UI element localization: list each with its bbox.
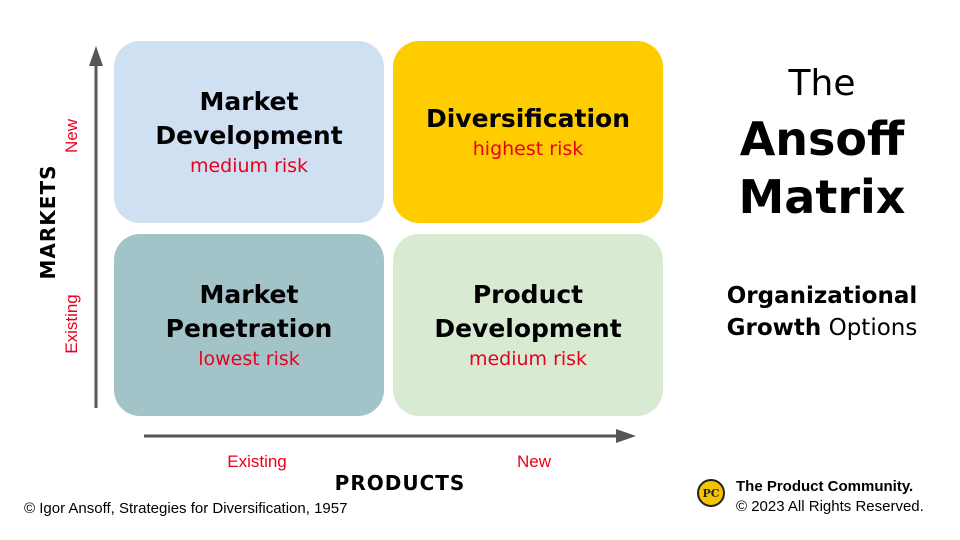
brand-name: The Product Community. bbox=[736, 478, 914, 495]
risk-label: lowest risk bbox=[198, 348, 300, 370]
y-axis-label: MARKETS bbox=[36, 164, 60, 280]
quadrant-title: Diversification bbox=[425, 104, 631, 133]
subtitle-line-1: Organizational bbox=[726, 283, 918, 309]
brand-logo-icon: PC bbox=[697, 479, 725, 507]
subtitle-options: Options bbox=[828, 315, 918, 341]
x-axis-new-label: New bbox=[516, 452, 552, 471]
quadrant-title: Market Development bbox=[155, 87, 343, 150]
quadrant-product-development: Product Development medium risk bbox=[393, 234, 663, 416]
quadrant-diversification: Diversification highest risk bbox=[393, 41, 663, 223]
heading-the: The bbox=[788, 63, 856, 104]
quadrant-market-development: Market Development medium risk bbox=[114, 41, 384, 223]
citation-text: © Igor Ansoff, Strategies for Diversific… bbox=[24, 500, 348, 517]
quadrant-title: Market Penetration bbox=[165, 280, 333, 343]
x-axis-arrowhead bbox=[616, 429, 636, 443]
brand-copyright: © 2023 All Rights Reserved. bbox=[736, 498, 924, 515]
risk-label: medium risk bbox=[189, 155, 309, 177]
heading-ansoff: Ansoff bbox=[739, 112, 905, 166]
heading-matrix: Matrix bbox=[738, 170, 906, 224]
subtitle-growth: Growth bbox=[726, 315, 822, 341]
x-axis-label: PRODUCTS bbox=[334, 471, 466, 495]
y-axis-new-label: New bbox=[62, 118, 81, 154]
quadrant-market-penetration: Market Penetration lowest risk bbox=[114, 234, 384, 416]
x-axis-existing-label: Existing bbox=[227, 452, 287, 471]
risk-label: highest risk bbox=[472, 138, 584, 160]
y-axis-arrowhead bbox=[89, 46, 103, 66]
risk-label: medium risk bbox=[468, 348, 588, 370]
subtitle: Organizational Growth Options bbox=[727, 280, 918, 344]
quadrant-title: Product Development bbox=[434, 280, 622, 343]
brand-logo-text: PC bbox=[702, 486, 720, 500]
subtitle-line-2: Growth Options bbox=[727, 312, 918, 344]
y-axis-existing-label: Existing bbox=[62, 294, 81, 354]
